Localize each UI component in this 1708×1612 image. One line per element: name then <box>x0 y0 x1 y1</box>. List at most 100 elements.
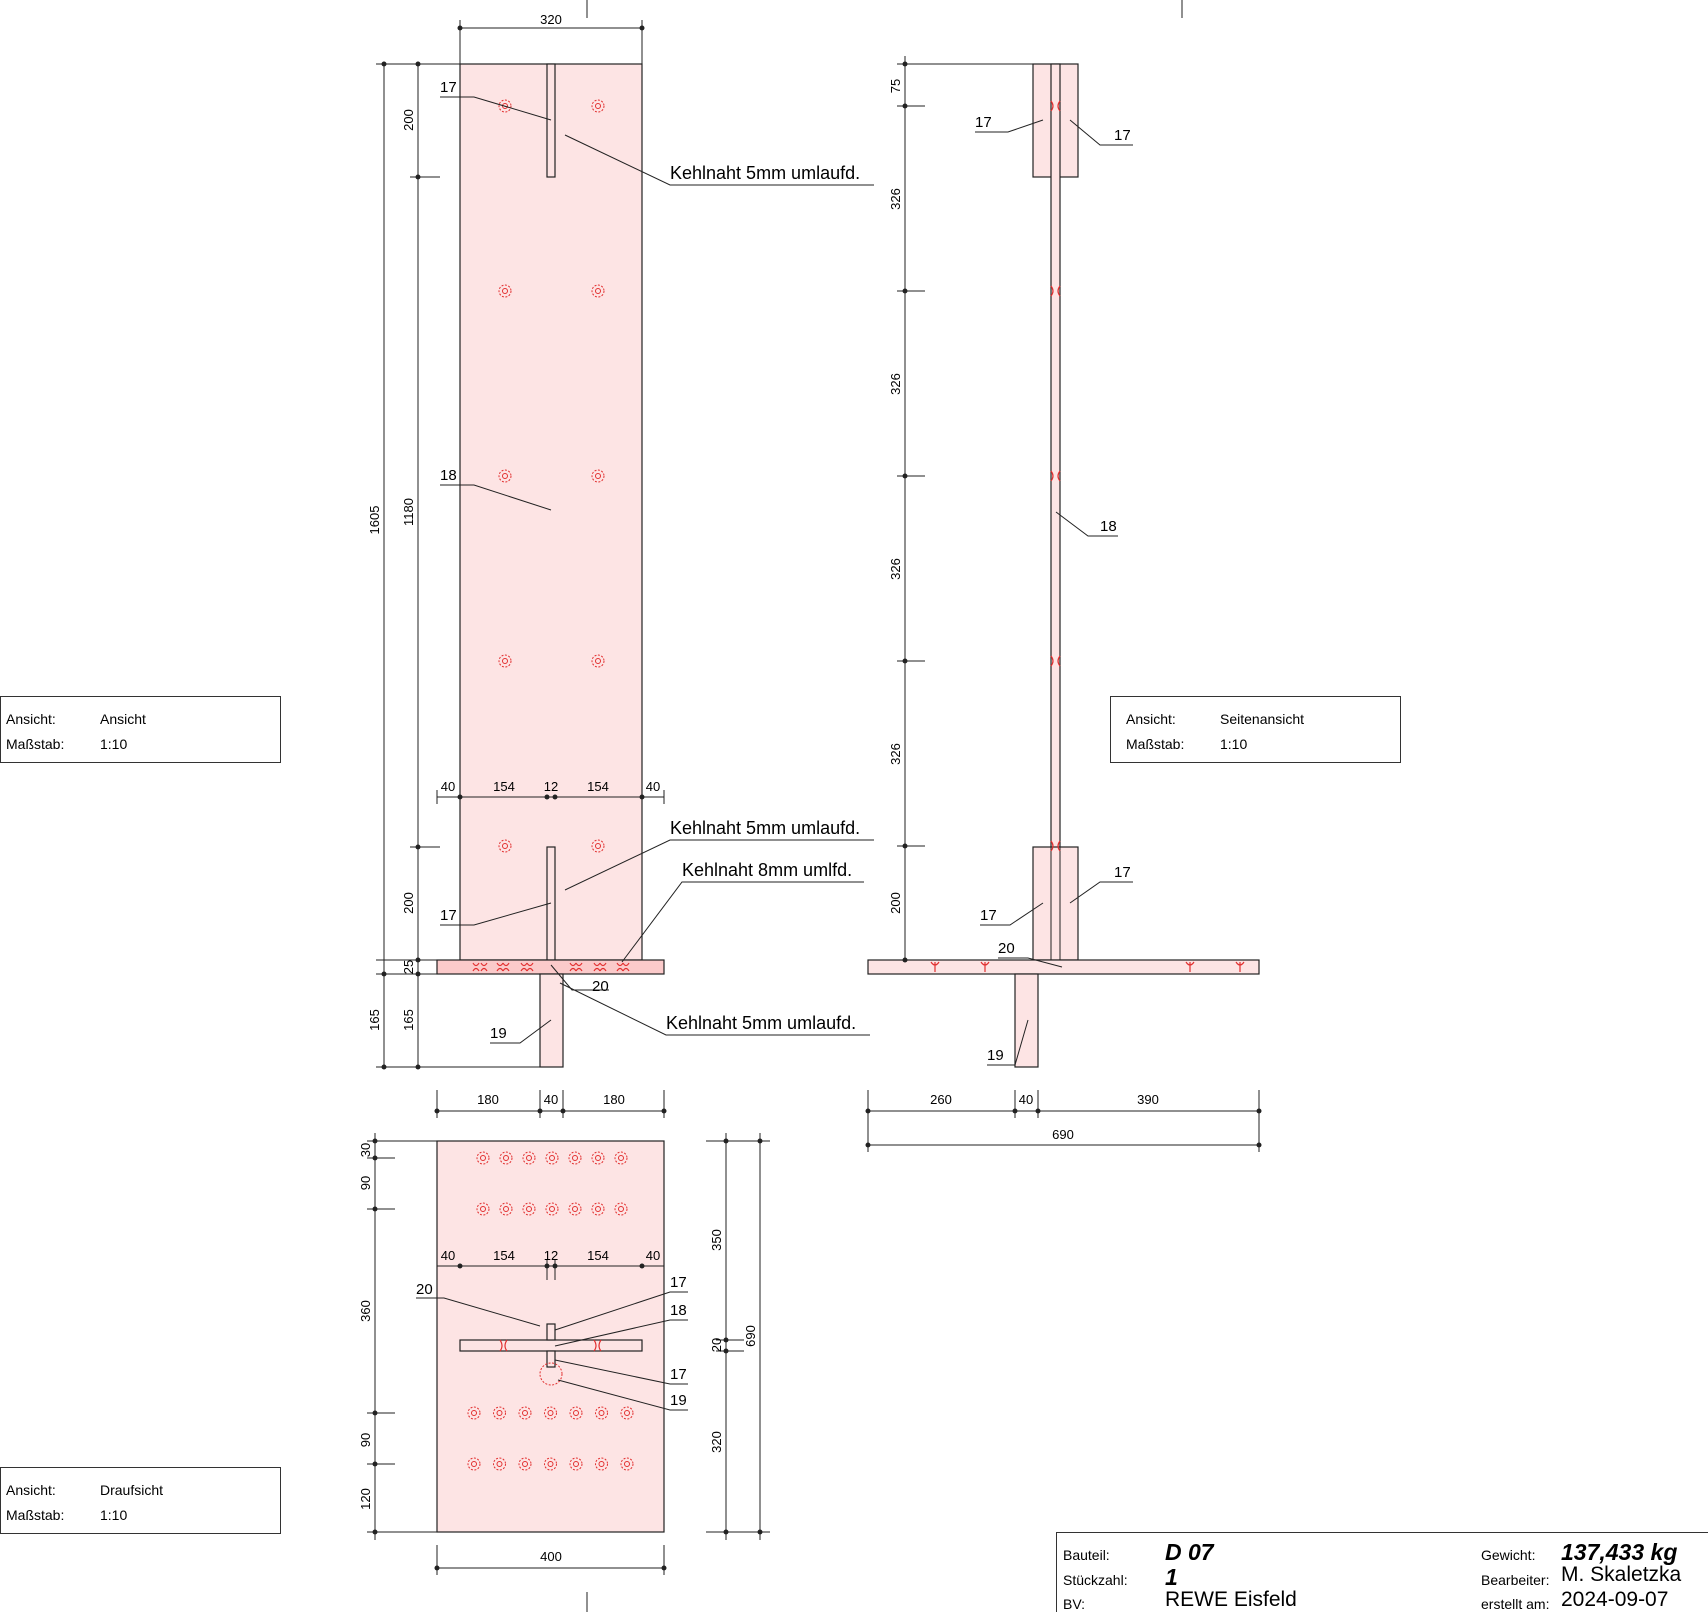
dim-row-1: 154 <box>493 779 515 794</box>
bolt-hole-inner <box>598 1461 605 1467</box>
title-block: Bauteil: D 07 Stückzahl: 1 BV: REWE Eisf… <box>1056 1532 1708 1612</box>
part-17-b: 17 <box>440 907 457 924</box>
bolt-hole-inner <box>471 1410 477 1416</box>
front-view: 320 1605 200 1180 200 25 165 165 40 154 … <box>367 12 874 1118</box>
dim-plan-right-a: 350 <box>709 1229 724 1251</box>
bolt-hole <box>595 1406 608 1420</box>
plan-stiffener-17-a <box>546 1323 556 1341</box>
weld-mark <box>1235 961 1245 972</box>
bolt-hole-inner <box>595 658 601 664</box>
dim-dot <box>372 1138 378 1144</box>
column-plate-18 <box>459 63 643 961</box>
view-label: Ansicht: <box>1126 711 1176 727</box>
weld-mark <box>520 962 528 972</box>
bolt-hole <box>569 1406 583 1420</box>
erstellt-value: 2024-09-07 <box>1561 1588 1669 1611</box>
weld-mark <box>622 962 630 972</box>
bolt-hole <box>591 469 605 483</box>
dim-row-0: 40 <box>441 779 455 794</box>
weld-mark <box>593 962 601 972</box>
dim-plan-left-3: 90 <box>358 1433 373 1447</box>
bolt-hole <box>569 1457 583 1471</box>
dim-side-seg-3: 326 <box>888 558 903 580</box>
bearbeiter-value: M. Skaletzka <box>1561 1563 1682 1586</box>
dim-row-2: 12 <box>544 779 558 794</box>
bolt-hole <box>518 1457 532 1471</box>
part-17-side-d: 17 <box>1114 864 1131 881</box>
bolt-hole <box>591 284 605 298</box>
bolt-hole-inner <box>526 1206 532 1212</box>
bolt-hole <box>591 839 605 853</box>
dim-row-3: 154 <box>587 779 609 794</box>
plan-view: 30 90 360 90 120 40 154 12 154 40 350 20… <box>358 1133 770 1575</box>
scale-label: Maßstab: <box>6 736 65 752</box>
dim-dot <box>902 658 908 664</box>
dim-dot <box>902 843 908 849</box>
dim-plan-left-0: 30 <box>358 1143 373 1157</box>
weld-note-8mm: Kehlnaht 8mm umlfd. <box>682 860 852 880</box>
bolt-hole-inner <box>618 1155 624 1161</box>
bolt-hole-inner <box>522 1410 528 1416</box>
bolt-hole-inner <box>624 1461 630 1467</box>
bolt-hole <box>493 1406 506 1420</box>
dim-plan-left-4: 120 <box>358 1488 373 1510</box>
weld-note-top: Kehlnaht 5mm umlaufd. <box>670 163 860 183</box>
bolt-hole-inner <box>595 843 601 849</box>
dim-dot <box>902 61 908 67</box>
bolt-hole-inner <box>496 1410 503 1416</box>
bolt-hole <box>493 1457 506 1471</box>
side-stiffener-bottom-17 <box>1032 846 1079 961</box>
weld-mark <box>1050 470 1061 482</box>
dim-side-seg-2: 326 <box>888 373 903 395</box>
bolt-hole <box>498 839 512 853</box>
side-base-plate-20 <box>867 959 1260 975</box>
bolt-hole-inner <box>595 1155 601 1161</box>
part-17-plan-b: 17 <box>670 1366 687 1383</box>
dim-side-seg-4: 326 <box>888 743 903 765</box>
dim-dot <box>372 1155 378 1161</box>
plan-column-18 <box>459 1339 643 1352</box>
bolt-hole-inner <box>573 1461 579 1467</box>
dim-side-seg-0: 75 <box>888 79 903 93</box>
bolt-hole <box>614 1202 628 1216</box>
dim-total-height: 1605 <box>367 506 382 535</box>
bolt-hole-inner <box>526 1155 532 1161</box>
dim-plate: 25 <box>401 960 416 974</box>
scale-label: Maßstab: <box>1126 736 1185 752</box>
bolt-hole-inner <box>598 1410 605 1416</box>
weld-mark <box>526 962 534 972</box>
dim-dot <box>372 1461 378 1467</box>
bolt-hole <box>568 1151 582 1165</box>
part-17-side-b: 17 <box>1114 127 1131 144</box>
weld-mark <box>480 962 488 972</box>
bolt-hole <box>476 1202 490 1216</box>
bolt-hole-inner <box>502 843 508 849</box>
bolt-holes <box>498 99 605 853</box>
part-19-side: 19 <box>987 1047 1004 1064</box>
bolt-hole-inner <box>624 1410 630 1416</box>
bolt-hole <box>620 1457 634 1471</box>
dim-side-seg-5: 200 <box>888 892 903 914</box>
dim-plan-left-1: 90 <box>358 1176 373 1190</box>
dim-plan-row-0: 40 <box>441 1248 455 1263</box>
bauteil-label: Bauteil: <box>1063 1547 1110 1563</box>
bolt-hole <box>545 1202 559 1216</box>
bolt-hole-inner <box>595 473 601 479</box>
part-17-side-c: 17 <box>980 907 997 924</box>
bolt-hole <box>467 1457 481 1471</box>
bolt-hole <box>591 654 605 668</box>
dim-seg-top: 200 <box>401 109 416 131</box>
bolt-hole <box>568 1202 582 1216</box>
plan-stiffener-17-b <box>546 1350 556 1368</box>
dim-plan-row-3: 154 <box>587 1248 609 1263</box>
dim-seg-mid: 1180 <box>401 498 416 526</box>
bolt-hole-inner <box>502 473 508 479</box>
weld-mark <box>472 962 480 972</box>
bv-label: BV: <box>1063 1596 1086 1612</box>
dim-plan-right-b: 20 <box>709 1338 724 1352</box>
base-plate-20 <box>436 959 665 975</box>
part-18-a: 18 <box>440 467 457 484</box>
bolt-hole <box>499 1202 513 1216</box>
bearbeiter-label: Bearbeiter: <box>1481 1572 1550 1588</box>
